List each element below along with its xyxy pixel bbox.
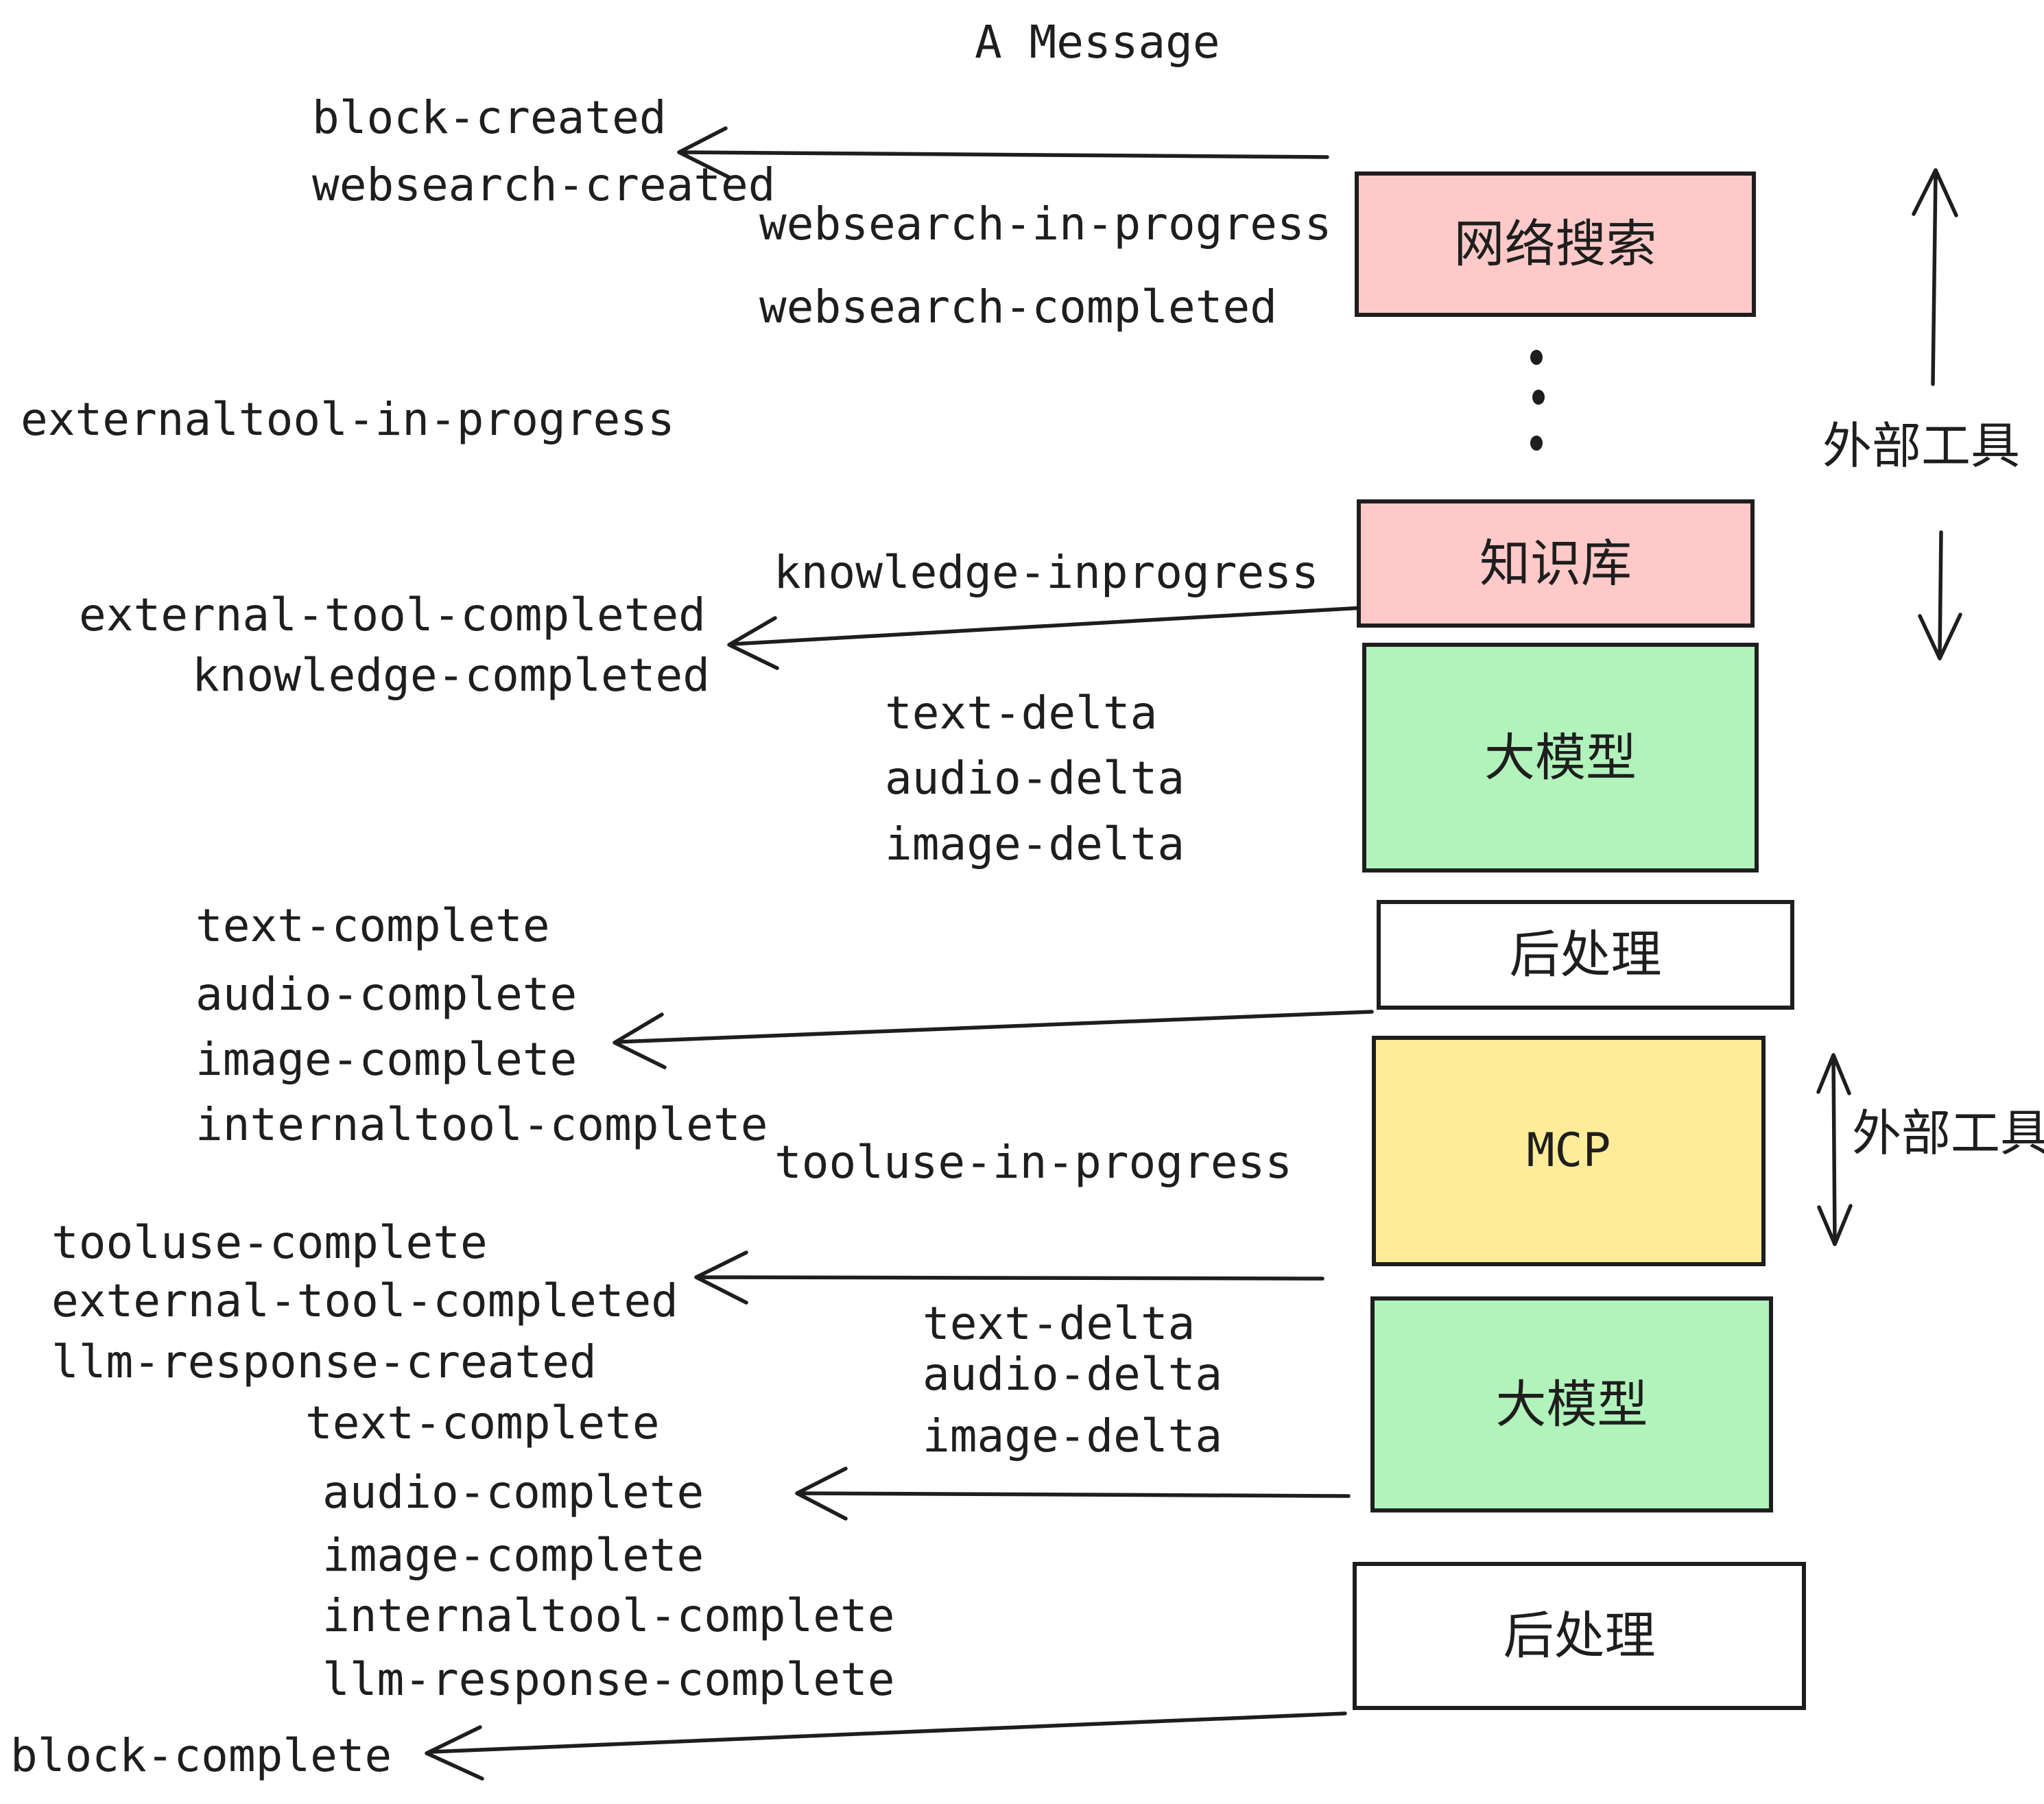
label-text-delta-1: text-delta xyxy=(885,687,1158,739)
label-external-tool-completed-1: external-tool-completed xyxy=(79,589,706,641)
label-text-complete-2: text-complete xyxy=(305,1397,660,1449)
box-postprocess-2-label: 后处理 xyxy=(1503,1606,1656,1665)
label-knowledge-completed: knowledge-completed xyxy=(192,649,710,702)
arrow-to-audio-complete xyxy=(795,1467,1351,1521)
box-websearch-label: 网络搜索 xyxy=(1453,215,1657,274)
label-internaltool-complete-2: internaltool-complete xyxy=(322,1589,895,1642)
label-text-delta-2: text-delta xyxy=(923,1297,1196,1350)
label-audio-delta-1: audio-delta xyxy=(885,752,1185,805)
box-knowledge-label: 知识库 xyxy=(1479,534,1632,593)
label-text-complete-1: text-complete xyxy=(195,899,550,952)
label-externaltool-in-progress: externaltool-in-progress xyxy=(21,393,675,446)
arrow-to-block-complete xyxy=(425,1711,1347,1781)
label-tooluse-in-progress: tooluse-in-progress xyxy=(774,1136,1292,1189)
label-tooluse-complete: tooluse-complete xyxy=(51,1216,488,1269)
label-websearch-completed: websearch-completed xyxy=(759,281,1277,333)
page-title: A Message xyxy=(975,16,1220,69)
box-postprocess-2: 后处理 xyxy=(1353,1562,1806,1710)
label-websearch-in-progress: websearch-in-progress xyxy=(759,198,1332,250)
box-llm-1-label: 大模型 xyxy=(1484,728,1637,787)
label-knowledge-inprogress: knowledge-inprogress xyxy=(774,546,1319,599)
arrow-external-tools-down xyxy=(1918,530,1962,661)
label-internaltool-complete-1: internaltool-complete xyxy=(195,1098,768,1151)
label-image-complete-1: image-complete xyxy=(195,1033,578,1086)
external-tools-annotation-1: 外部工具 xyxy=(1822,417,2021,475)
label-websearch-created: websearch-created xyxy=(312,158,776,211)
box-knowledge: 知识库 xyxy=(1357,499,1755,628)
box-mcp: MCP xyxy=(1372,1036,1766,1266)
box-postprocess-1-label: 后处理 xyxy=(1509,925,1662,984)
external-tools-annotation-2: 外部工具 xyxy=(1852,1104,2044,1162)
box-llm-2: 大模型 xyxy=(1370,1296,1773,1512)
box-llm-1: 大模型 xyxy=(1362,643,1759,873)
label-image-delta-1: image-delta xyxy=(885,818,1185,870)
label-block-created: block-created xyxy=(312,91,667,144)
label-llm-response-created: llm-response-created xyxy=(51,1336,597,1388)
arrow-external-tools-up xyxy=(1912,168,1958,386)
arrow-external-tools-double xyxy=(1816,1053,1853,1246)
label-block-complete: block-complete xyxy=(10,1729,392,1782)
label-audio-complete-1: audio-complete xyxy=(195,968,578,1021)
label-image-delta-2: image-delta xyxy=(923,1410,1223,1462)
arrow-to-tooluse-complete xyxy=(694,1250,1324,1305)
box-mcp-label: MCP xyxy=(1526,1124,1611,1178)
arrow-to-websearch-created xyxy=(677,126,1329,179)
label-external-tool-completed-2: external-tool-completed xyxy=(51,1274,678,1327)
label-audio-delta-2: audio-delta xyxy=(923,1348,1223,1401)
box-websearch: 网络搜索 xyxy=(1355,171,1756,317)
box-postprocess-1: 后处理 xyxy=(1377,900,1794,1010)
box-llm-2-label: 大模型 xyxy=(1495,1375,1648,1434)
arrow-to-image-complete xyxy=(613,1010,1374,1069)
label-llm-response-complete: llm-response-complete xyxy=(322,1653,895,1706)
ellipsis-dots-icon xyxy=(1530,350,1545,451)
label-audio-complete-2: audio-complete xyxy=(322,1466,704,1519)
arrow-to-knowledge-completed xyxy=(727,606,1366,670)
label-image-complete-2: image-complete xyxy=(322,1529,704,1582)
